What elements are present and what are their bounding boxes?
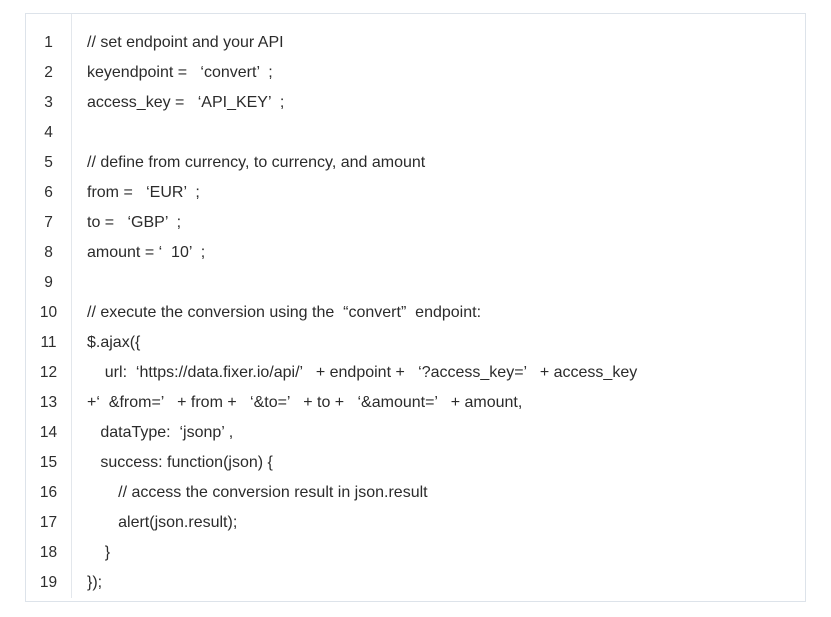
line-code-text: success: function(json) { [87, 454, 273, 471]
code-line: 19}); [26, 568, 805, 598]
code-line: 9 [26, 268, 805, 298]
code-line: 18 } [26, 538, 805, 568]
line-number: 1 [44, 34, 53, 51]
line-number: 17 [39, 514, 58, 531]
line-code-text: }); [87, 574, 103, 591]
line-number: 8 [44, 244, 53, 261]
code-line: 14 dataType: ‘jsonp’ , [26, 418, 805, 448]
line-number: 15 [39, 454, 58, 471]
line-code-text: // execute the conversion using the “con… [87, 304, 482, 321]
line-number: 18 [39, 544, 58, 561]
line-number: 7 [44, 214, 53, 231]
code-line: 2 keyendpoint = ‘convert’ ; [26, 58, 805, 88]
code-line: 12 url: ‘https://data.fixer.io/api/’ + e… [26, 358, 805, 388]
line-code-text: keyendpoint = ‘convert’ ; [87, 64, 273, 81]
line-code-text: to = ‘GBP’ ; [87, 214, 182, 231]
line-number: 14 [39, 424, 58, 441]
line-number: 5 [44, 154, 53, 171]
line-code-text: from = ‘EUR’ ; [87, 184, 200, 201]
line-number: 3 [44, 94, 53, 111]
line-number: 10 [39, 304, 58, 321]
code-line: 5 // define from currency, to currency, a… [26, 148, 805, 178]
line-number: 19 [39, 574, 58, 591]
code-line: 8 amount = ‘ 10’ ; [26, 238, 805, 268]
code-block-panel: 1 // set endpoint and your API 2 keyendpoin… [25, 13, 806, 602]
line-code-text: url: ‘https://data.fixer.io/api/’ + endp… [87, 364, 638, 381]
line-number: 11 [40, 334, 57, 351]
line-number: 2 [44, 64, 53, 81]
line-code-text: dataType: ‘jsonp’ , [87, 424, 234, 441]
code-line: 16 // access the conversion result in js… [26, 478, 805, 508]
line-code-text: amount = ‘ 10’ ; [87, 244, 206, 261]
code-line: 6 from = ‘EUR’ ; [26, 178, 805, 208]
line-code-text: alert(json.result); [87, 514, 238, 531]
code-line: 10 // execute the conversion using the “c… [26, 298, 805, 328]
line-code-text: +‘ &from=’ + from + ‘&to=’ + to + ‘&amou… [87, 394, 523, 411]
code-line: 17 alert(json.result); [26, 508, 805, 538]
code-line: 3 access_key = ‘API_KEY’ ; [26, 88, 805, 118]
code-line: 4 [26, 118, 805, 148]
code-line: 7 to = ‘GBP’ ; [26, 208, 805, 238]
line-code-text: // access the conversion result in json.… [87, 484, 428, 501]
line-number: 6 [44, 184, 53, 201]
code-lines-container: 1 // set endpoint and your API 2 keyendpoin… [26, 14, 805, 598]
line-code-text: access_key = ‘API_KEY’ ; [87, 94, 285, 111]
code-line: 13 +‘ &from=’ + from + ‘&to=’ + to + ‘&am… [26, 388, 805, 418]
code-line: 1 // set endpoint and your API [26, 28, 805, 58]
line-number: 4 [44, 124, 53, 141]
line-code-text: // set endpoint and your API [87, 34, 284, 51]
gutter-divider [71, 14, 72, 598]
line-number: 12 [39, 364, 58, 381]
line-code-text: $.ajax({ [87, 334, 141, 351]
line-number: 13 [39, 394, 58, 411]
code-line: 15 success: function(json) { [26, 448, 805, 478]
line-number: 9 [44, 274, 53, 291]
line-number: 16 [39, 484, 58, 501]
line-code-text: } [87, 544, 111, 561]
line-code-text: // define from currency, to currency, an… [87, 154, 426, 171]
code-line: 11 $.ajax({ [26, 328, 805, 358]
